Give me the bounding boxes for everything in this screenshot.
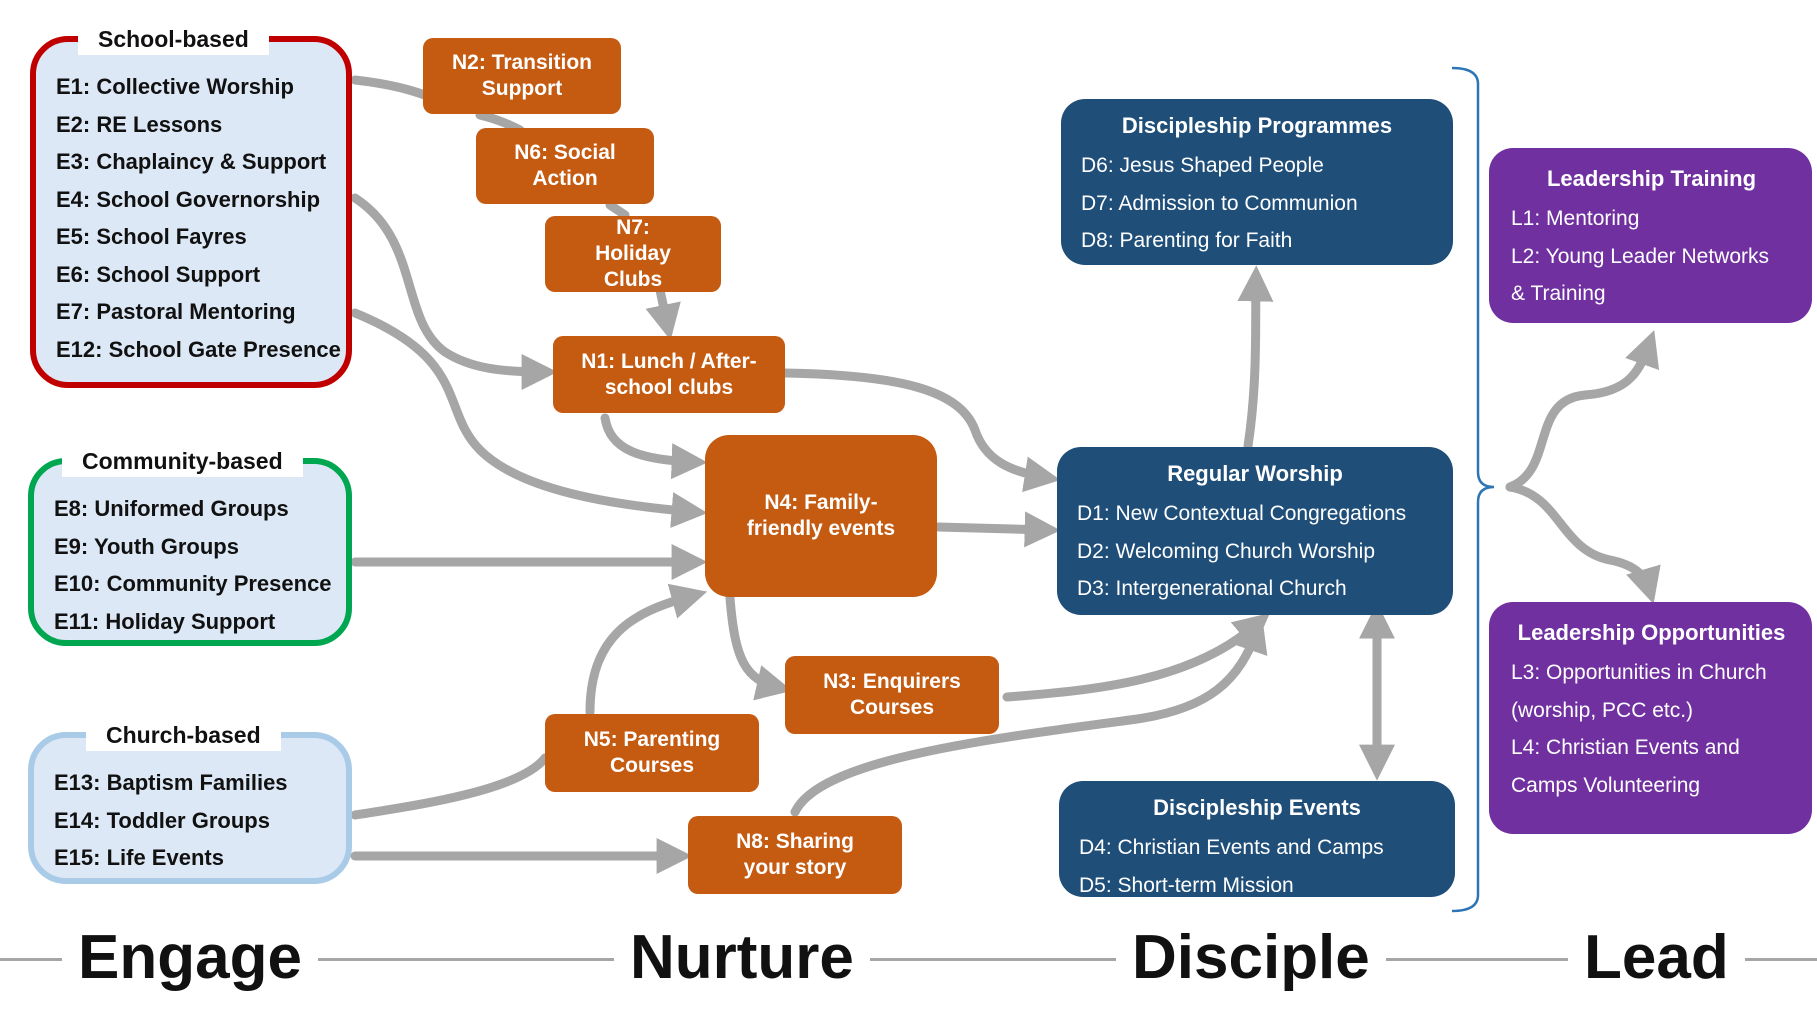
stage-engage: Engage	[62, 918, 318, 998]
community-based-label: Community-based	[62, 446, 303, 477]
n4-family-friendly-events: N4: Family-friendly events	[705, 435, 937, 597]
n2-transition-support: N2: Transition Support	[423, 38, 621, 114]
n1-lunch-after-school-clubs: N1: Lunch / After-school clubs	[553, 336, 785, 413]
list-item: E7: Pastoral Mentoring	[56, 299, 296, 324]
arrow-worship-programmes	[1237, 265, 1274, 451]
n3-enquirers-courses: N3: Enquirers Courses	[785, 656, 999, 734]
n6-social-action: N6: Social Action	[476, 128, 654, 204]
list-item: D3: Intergenerational Church	[1077, 577, 1347, 600]
list-item: E1: Collective Worship	[56, 74, 294, 99]
leadership-opportunities-box: Leadership Opportunities L3: Opportuniti…	[1489, 602, 1812, 834]
list-item: D4: Christian Events and Camps	[1079, 836, 1384, 859]
arrow-school-n1	[350, 193, 558, 390]
arrow-n6-n7	[605, 200, 630, 220]
list-item: E4: School Governorship	[56, 186, 321, 212]
discipleship-events-title: Discipleship Events	[1153, 795, 1361, 820]
arrow-n8-worship	[790, 616, 1268, 817]
stage-timeline	[0, 958, 1817, 961]
n5-parenting-courses: N5: Parenting Courses	[545, 714, 759, 792]
n8-sharing-your-story: N8: Sharing your story	[688, 816, 902, 894]
list-item: D7: Admission to Communion	[1081, 191, 1358, 215]
list-item: D8: Parenting for Faith	[1081, 229, 1293, 252]
leadership-opportunities-title: Leadership Opportunities	[1517, 620, 1786, 645]
discipleship-programmes-box: Discipleship Programmes D6: Jesus Shaped…	[1061, 99, 1453, 265]
arrow-worship-n3	[1002, 612, 1270, 702]
list-item: E5: School Fayres	[56, 224, 247, 249]
list-item: E10: Community Presence	[54, 571, 332, 596]
list-item: E12: School Gate Presence	[56, 336, 341, 362]
stage-lead: Lead	[1568, 918, 1745, 998]
church-based-label: Church-based	[86, 720, 281, 751]
list-item: L1: Mentoring	[1511, 207, 1640, 230]
list-item: L4: Christian Events and	[1511, 736, 1740, 759]
list-item: D6: Jesus Shaped People	[1081, 154, 1324, 177]
school-based-label: School-based	[78, 24, 269, 55]
arrow-n1-worship	[780, 368, 1061, 493]
arrow-n1-n4	[600, 413, 708, 480]
list-item: E3: Chaplaincy & Support	[56, 149, 327, 174]
regular-worship-box: Regular Worship D1: New Contextual Congr…	[1057, 447, 1453, 615]
list-item: E13: Baptism Families	[54, 770, 288, 795]
arrow-n4-worship	[933, 511, 1061, 548]
list-item: E2: RE Lessons	[56, 111, 223, 137]
arrow-n4-n3	[725, 593, 793, 701]
community-based-group: Community-based E8: Uniformed Groups E9:…	[28, 446, 352, 646]
stage-nurture: Nurture	[614, 918, 870, 998]
arrow-n7-n1	[645, 285, 681, 341]
church-based-group: Church-based E13: Baptism Families E14: …	[28, 720, 352, 884]
list-item: E11: Holiday Support	[54, 608, 276, 634]
list-item: Camps Volunteering	[1511, 773, 1701, 797]
arrow-church-n5	[350, 753, 550, 820]
disciple-bracket	[1451, 66, 1495, 913]
regular-worship-title: Regular Worship	[1167, 461, 1343, 486]
leadership-training-title: Leadership Training	[1546, 166, 1757, 191]
list-item: (worship, PCC etc.)	[1511, 698, 1694, 722]
school-based-group: School-based E1: Collective Worship E2: …	[30, 24, 352, 388]
list-item: D2: Welcoming Church Worship	[1077, 539, 1375, 563]
list-item: E14: Toddler Groups	[54, 807, 270, 833]
list-item: D5: Short-term Mission	[1079, 873, 1294, 897]
list-item: E8: Uniformed Groups	[54, 496, 289, 521]
arrow-school-n4-a	[350, 308, 708, 529]
list-item: L3: Opportunities in Church	[1511, 661, 1767, 684]
list-item: & Training	[1511, 282, 1606, 305]
discipleship-events-box: Discipleship Events D4: Christian Events…	[1059, 781, 1455, 897]
arrow-n5-n4	[585, 583, 708, 717]
discipleship-programmes-title: Discipleship Programmes	[1121, 113, 1393, 138]
arrow-bracket-training	[1505, 330, 1660, 492]
leadership-training-box: Leadership Training L1: Mentoring L2: Yo…	[1489, 148, 1812, 323]
list-item: D1: New Contextual Congregations	[1077, 502, 1407, 525]
arrow-bracket-opportunities	[1505, 482, 1661, 605]
list-item: E15: Life Events	[54, 845, 224, 870]
list-item: E9: Youth Groups	[54, 533, 239, 559]
n7-holiday-clubs: N7: Holiday Clubs	[545, 216, 721, 292]
list-item: L2: Young Leader Networks	[1511, 244, 1770, 268]
stage-disciple: Disciple	[1116, 918, 1386, 998]
list-item: E6: School Support	[56, 261, 261, 287]
